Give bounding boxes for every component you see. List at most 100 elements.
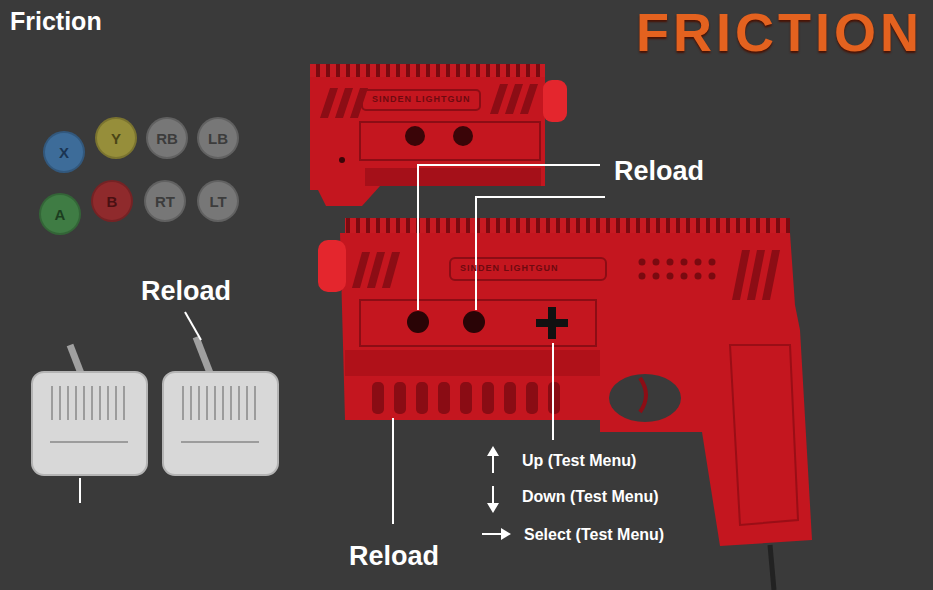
foot-pedals	[32, 337, 278, 475]
button-label: Down (Test Menu)	[522, 489, 659, 505]
lightgun	[730, 345, 798, 525]
game-logo: FRICTION	[636, 5, 923, 59]
lightgun	[460, 382, 472, 414]
lightgun	[709, 273, 716, 280]
lightgun	[382, 252, 400, 288]
foot-pedals	[115, 386, 117, 420]
leader-line	[418, 165, 600, 310]
foot-pedals	[163, 372, 278, 475]
button-letter: RB	[156, 131, 178, 146]
controller-button: A	[39, 193, 81, 235]
leader-line	[552, 343, 554, 440]
gun-slide	[335, 88, 353, 118]
direction-arrow	[492, 486, 494, 505]
button-label: Reload	[141, 278, 231, 305]
controller-button: Y	[95, 117, 137, 159]
lightgun	[450, 258, 606, 280]
controller-button: B	[91, 180, 133, 222]
lightgun	[416, 382, 428, 414]
button-letter: RT	[155, 194, 175, 209]
foot-pedals	[59, 386, 61, 420]
brand-text: SINDEN LIGHTGUN	[372, 95, 471, 104]
lightgun	[639, 259, 646, 266]
lightgun	[360, 300, 596, 346]
gun-slide	[339, 157, 345, 163]
button-label: Reload	[614, 158, 704, 185]
lightgun	[732, 250, 750, 300]
gun-slide	[310, 64, 567, 206]
gun-slide	[490, 84, 508, 114]
foot-pedals	[246, 386, 248, 420]
gun-slide	[405, 126, 425, 146]
lightgun	[345, 350, 600, 376]
lightgun	[367, 252, 385, 288]
foot-pedals	[99, 386, 101, 420]
gun-slide	[360, 122, 540, 160]
foot-pedals	[51, 386, 53, 420]
foot-pedals	[67, 386, 69, 420]
gun-slide	[350, 88, 368, 118]
foot-pedals	[198, 386, 200, 420]
gun-slide	[310, 64, 545, 77]
gun-slide	[505, 84, 523, 114]
foot-pedals	[91, 386, 93, 420]
lightgun	[504, 382, 516, 414]
gun-slide	[520, 84, 538, 114]
foot-pedals	[182, 386, 184, 420]
leader-line	[392, 418, 394, 524]
lightgun	[600, 305, 812, 546]
lightgun	[709, 259, 716, 266]
lightgun	[345, 218, 790, 233]
leader-line	[185, 312, 201, 340]
lightgun	[352, 252, 370, 288]
lightgun	[653, 273, 660, 280]
foot-pedals	[50, 441, 128, 443]
foot-pedals	[50, 386, 259, 442]
lightgun	[681, 259, 688, 266]
gun-slide	[365, 168, 541, 186]
lightgun	[318, 240, 346, 292]
lightgun	[640, 378, 646, 412]
lightgun	[681, 273, 688, 280]
lightgun	[653, 259, 660, 266]
foot-pedals	[222, 386, 224, 420]
gun-slide	[453, 126, 473, 146]
lightgun	[770, 545, 774, 590]
button-letter: Y	[111, 131, 121, 146]
button-label: Reload	[349, 543, 439, 570]
foot-pedals	[238, 386, 240, 420]
gun-slide	[362, 90, 480, 110]
lightgun	[667, 273, 674, 280]
button-letter: X	[59, 145, 69, 160]
foot-pedals	[196, 337, 210, 373]
direction-arrow	[487, 503, 499, 513]
controller-button: X	[43, 131, 85, 173]
leader-line	[80, 165, 605, 524]
button-letter: B	[107, 194, 118, 209]
gun-slide	[320, 84, 538, 118]
button-letter: LT	[209, 194, 226, 209]
foot-pedals	[190, 386, 192, 420]
title: Friction	[10, 9, 102, 34]
lightgun	[318, 218, 812, 590]
leader-line	[476, 197, 605, 310]
button-letter: A	[55, 207, 66, 222]
controller-button: LB	[197, 117, 239, 159]
controller-button: RB	[146, 117, 188, 159]
foot-pedals	[123, 386, 125, 420]
foot-pedals	[75, 386, 77, 420]
direction-arrow	[487, 446, 499, 456]
lightgun	[667, 259, 674, 266]
lightgun	[352, 250, 780, 300]
direction-arrow	[482, 446, 511, 540]
lightgun	[747, 250, 765, 300]
lightgun	[407, 311, 429, 333]
direction-arrow	[482, 533, 503, 535]
leader-line	[79, 478, 81, 503]
foot-pedals	[32, 372, 147, 475]
gun-slide	[320, 88, 338, 118]
lightgun	[372, 382, 560, 414]
brand-text: SINDEN LIGHTGUN	[460, 264, 559, 273]
